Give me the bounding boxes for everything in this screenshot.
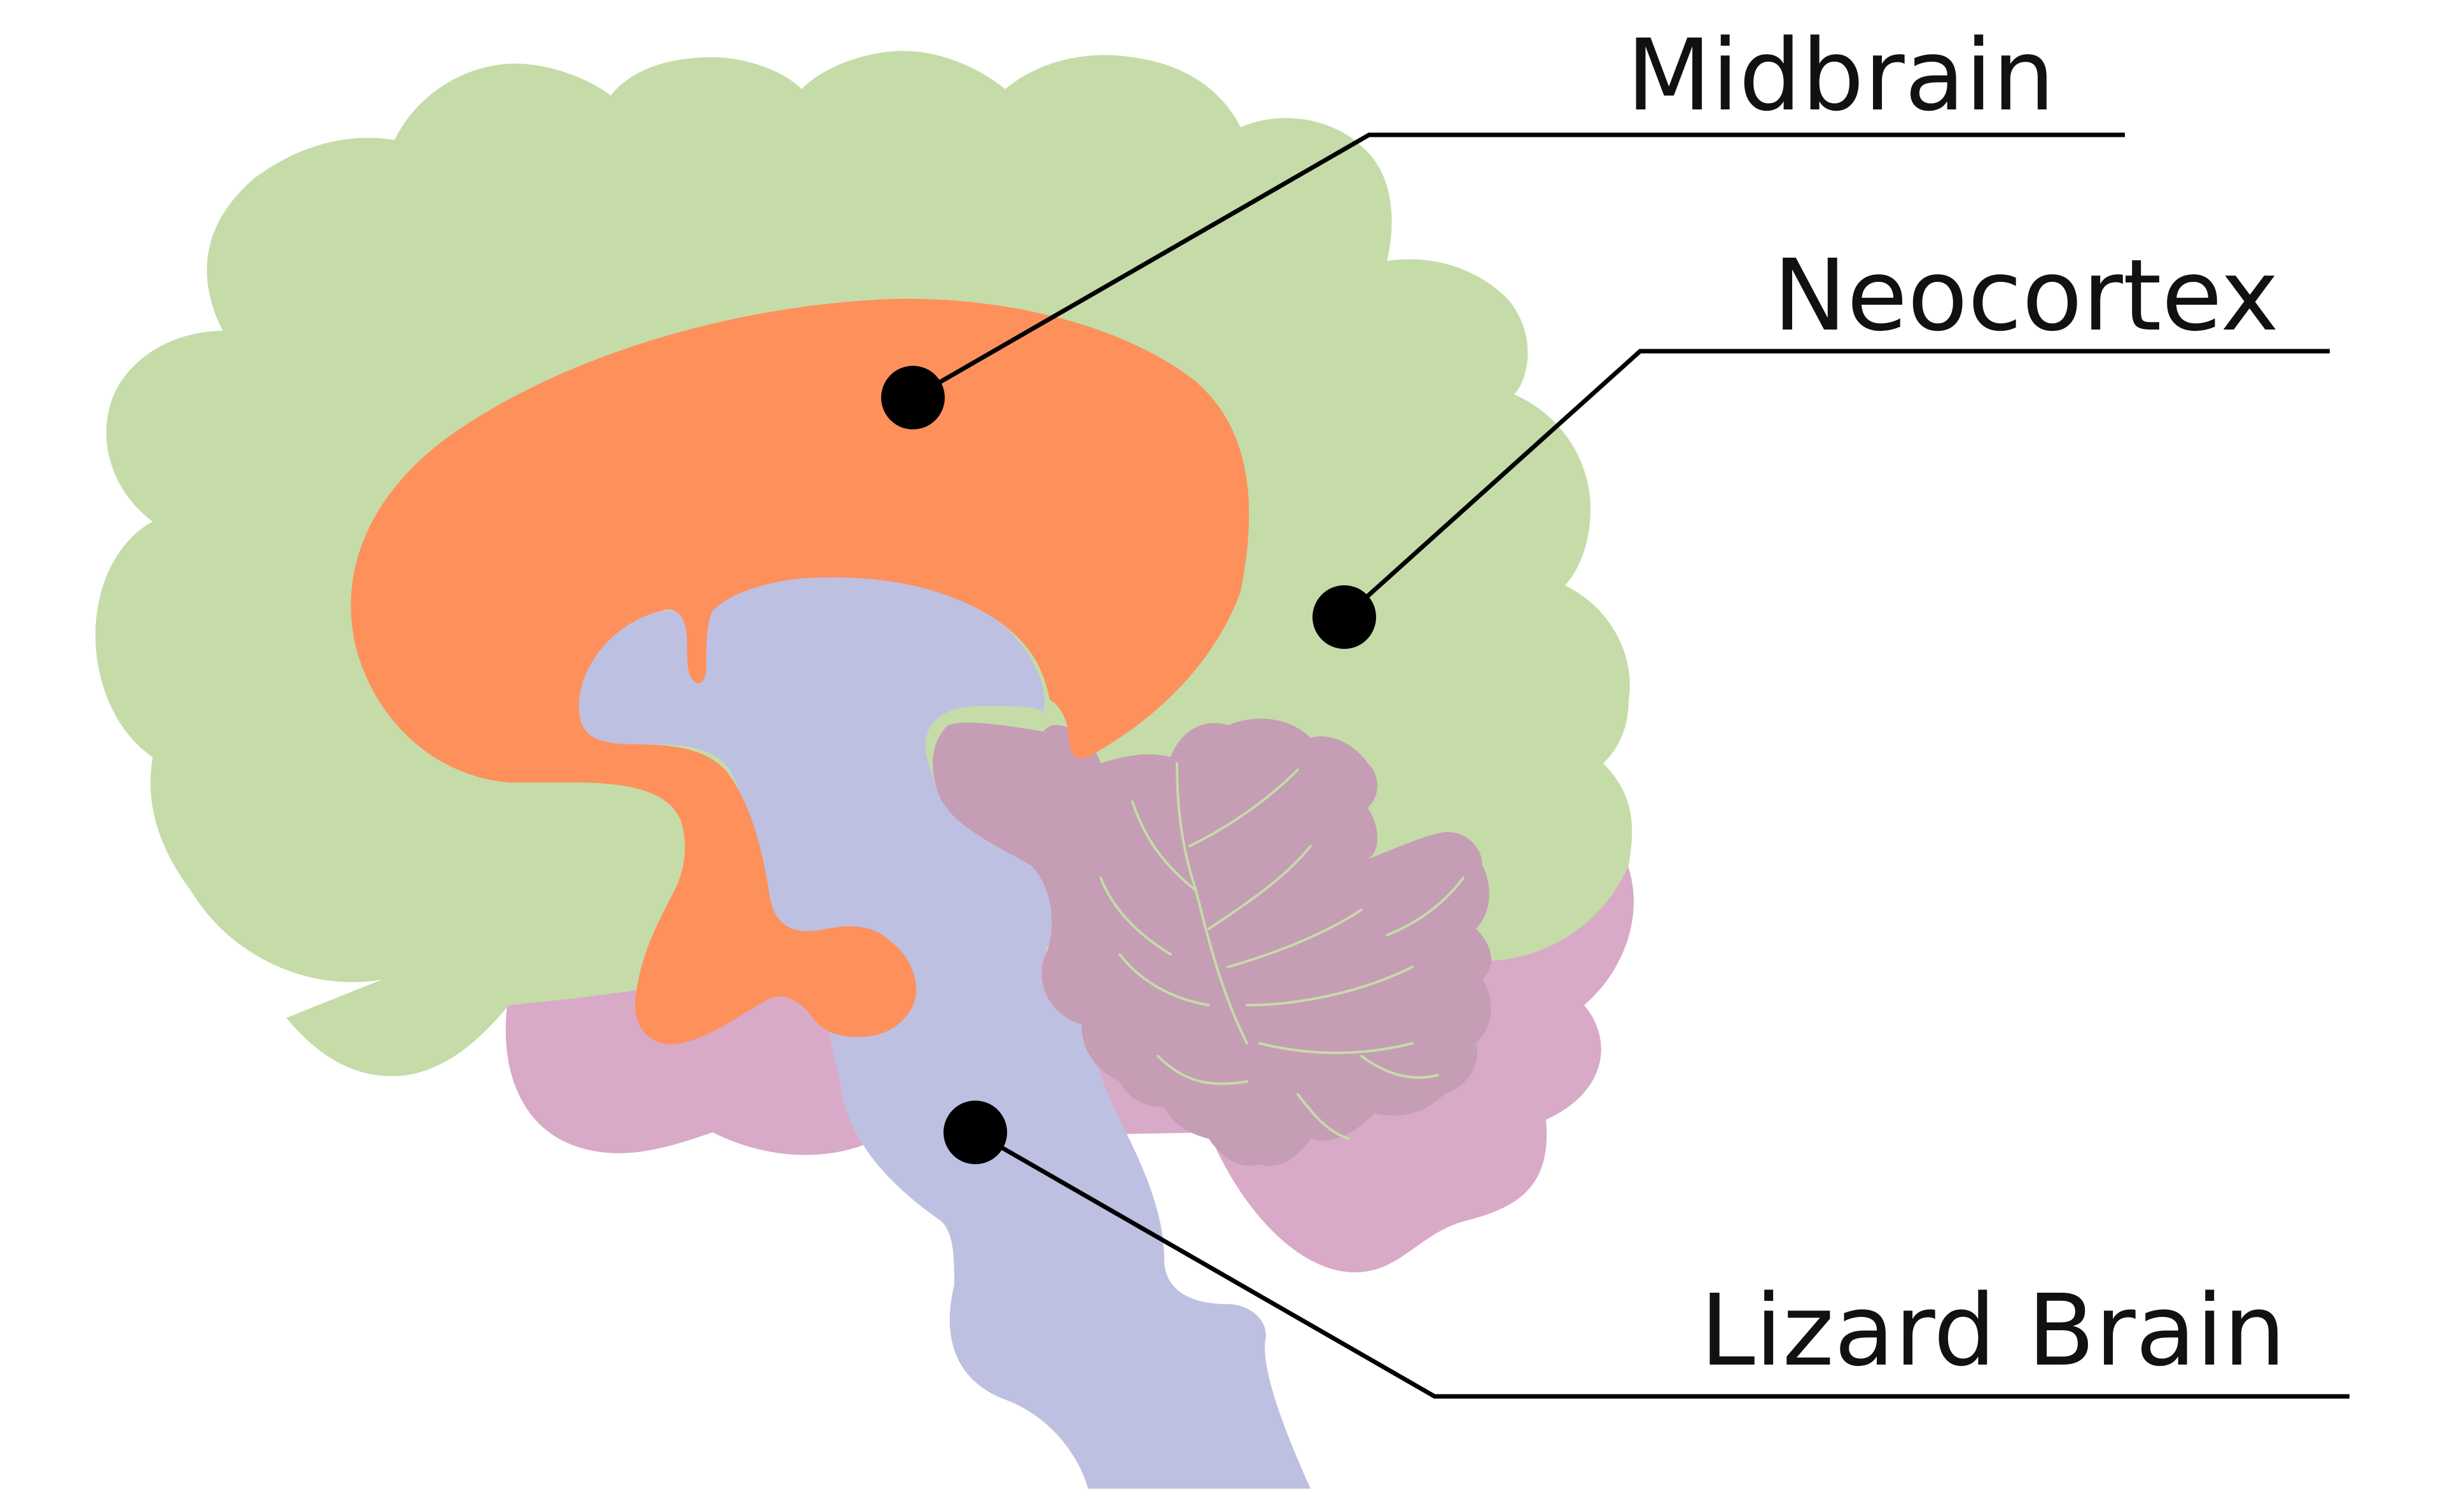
cerebellum-region	[933, 718, 1491, 1166]
cerebellum-vein	[1131, 800, 1197, 892]
cerebellum-vein	[1195, 889, 1248, 1045]
cerebellum-vein	[1118, 953, 1210, 1006]
cerebellum-vein	[1227, 908, 1363, 968]
leader-line-midbrain	[912, 132, 2125, 400]
cerebellum-vein	[1099, 877, 1172, 956]
leader-line-lizard-brain	[974, 1130, 2349, 1399]
cerebellum-vein	[1360, 1055, 1439, 1079]
leader-lines	[912, 132, 2349, 1399]
cerebellum-vein	[1157, 1055, 1248, 1085]
cerebellum-vein	[1386, 877, 1465, 936]
cerebellum-vein	[1297, 1093, 1350, 1140]
brainstem-region	[579, 573, 1311, 1489]
label-midbrain: Midbrain	[1626, 18, 2055, 133]
cerebellum-vein	[1246, 966, 1414, 1006]
label-neocortex: Neocortex	[1773, 238, 2279, 353]
marker-dot-neocortex	[1312, 585, 1376, 649]
marker-dot-lizard-brain	[943, 1101, 1007, 1164]
cerebellum-veins	[1099, 762, 1465, 1140]
label-lizard-brain: Lizard Brain	[1700, 1273, 2286, 1388]
cerebellum-vein	[1208, 845, 1312, 930]
cerebellum-vein	[1188, 768, 1299, 847]
cerebellum-vein	[1176, 762, 1197, 892]
midbrain-region	[351, 298, 1249, 1045]
leader-line-neocortex	[1342, 349, 2330, 619]
marker-dot-midbrain	[881, 366, 945, 429]
cerebellum-vein	[1258, 1042, 1414, 1054]
